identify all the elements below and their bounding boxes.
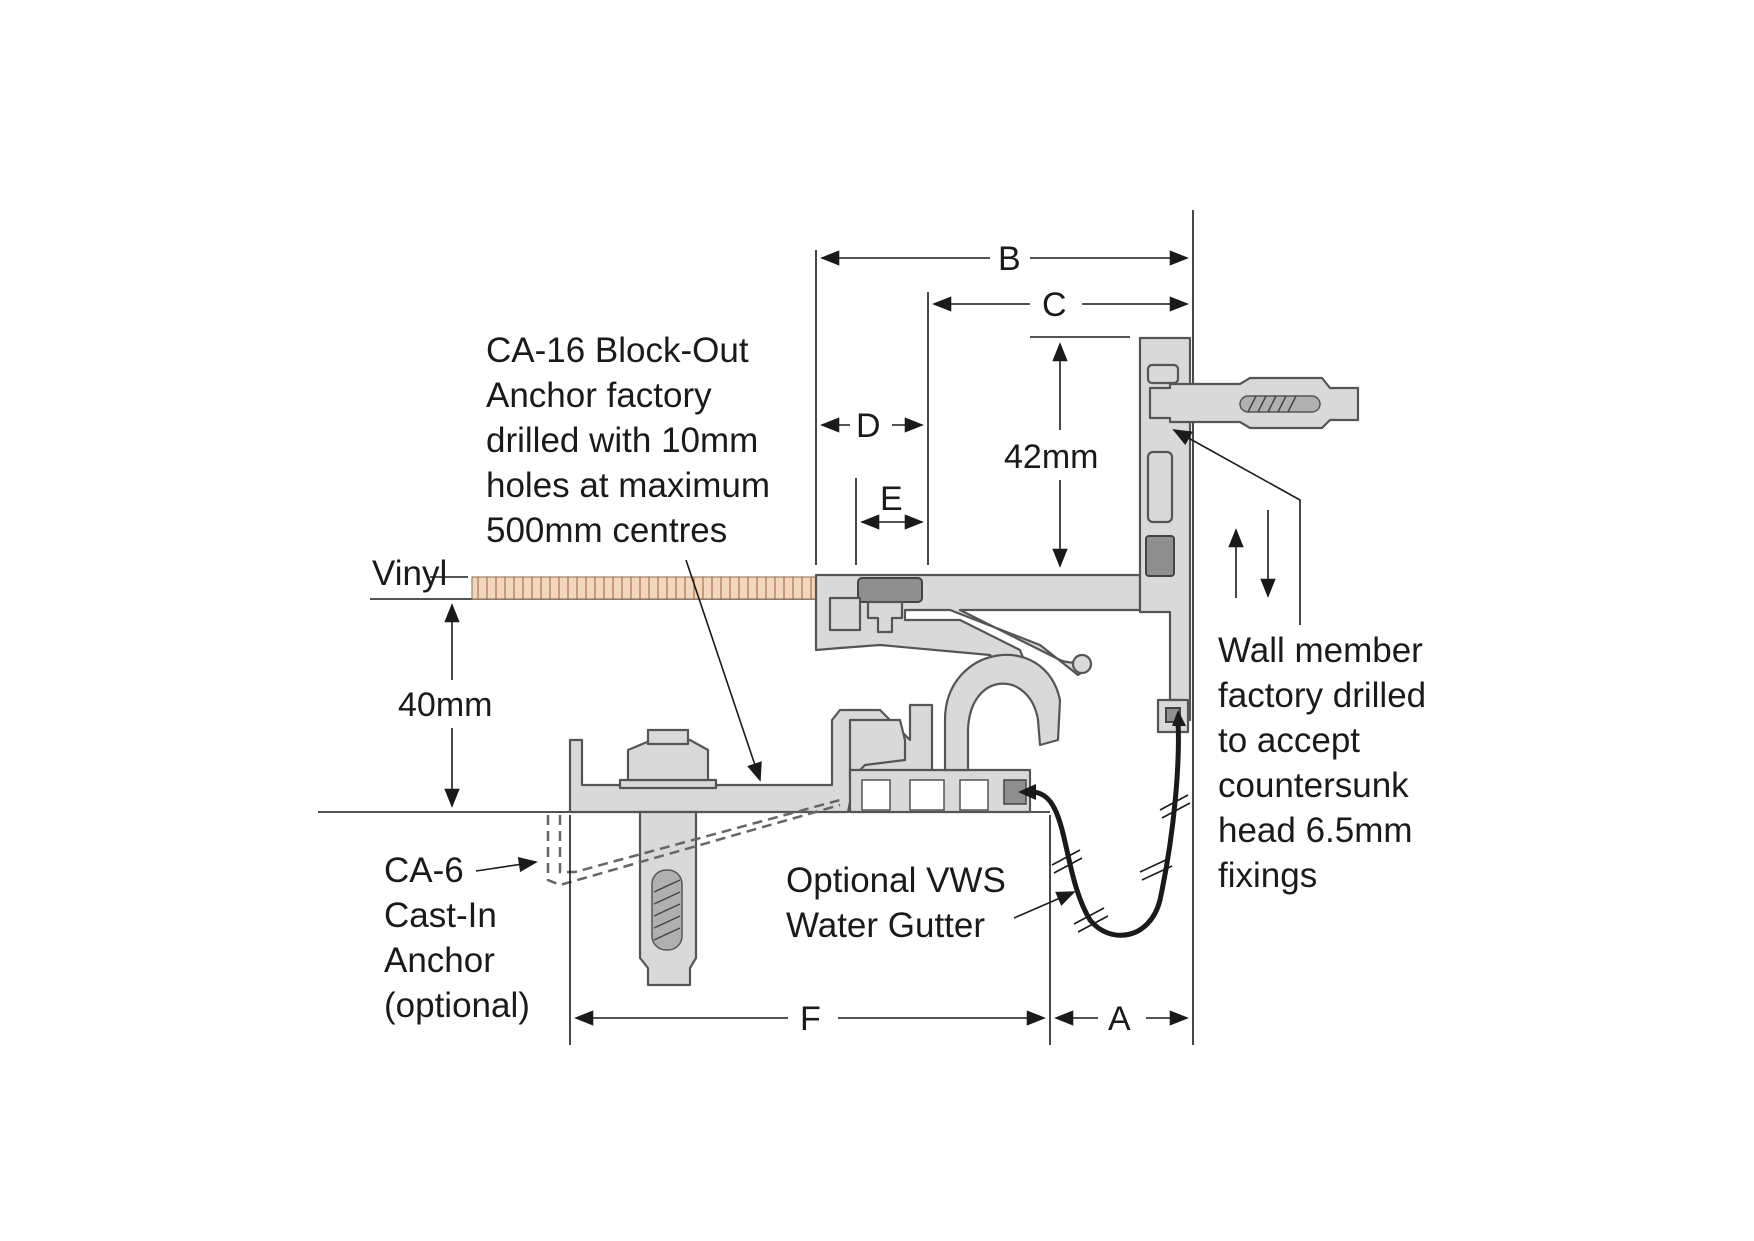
leader-lines: [475, 429, 1301, 919]
movement-arrows-icon: [1228, 510, 1276, 598]
wall-member-profile: [1138, 336, 1192, 734]
dimension-40mm: 40mm: [398, 603, 492, 808]
wall-member-line-2: factory drilled: [1218, 676, 1426, 715]
cast-in-note: CA-6 Cast-In Anchor (optional): [384, 851, 530, 1025]
wall-anchor-bolt: [1148, 376, 1360, 430]
wall-member-line-1: Wall member: [1218, 631, 1423, 670]
dimension-extension-lines: [569, 250, 1130, 1045]
wall-member-line-6: fixings: [1218, 856, 1317, 895]
dimension-C-label: C: [1042, 286, 1067, 324]
wall-member-line-3: to accept: [1218, 721, 1360, 760]
anchor-note-line-5: 500mm centres: [486, 511, 727, 550]
dimension-E: E: [860, 480, 924, 530]
anchor-note-line-4: holes at maximum: [486, 466, 770, 505]
gutter-line-2: Water Gutter: [786, 906, 985, 945]
anchor-note-line-1: CA-16 Block-Out: [486, 331, 749, 370]
wall-member-line-4: countersunk: [1218, 766, 1409, 805]
dimension-A-label: A: [1108, 1000, 1131, 1038]
dimension-B: B: [820, 240, 1189, 278]
cast-in-line-4: (optional): [384, 986, 530, 1025]
wall-member-line-5: head 6.5mm: [1218, 811, 1413, 850]
floor-anchor-bolt: [618, 728, 718, 987]
dimension-42mm: 42mm: [1004, 342, 1098, 568]
cast-in-line-3: Anchor: [384, 941, 495, 980]
dimension-F: F: [574, 1000, 1046, 1038]
anchor-note: CA-16 Block-Out Anchor factory drilled w…: [486, 331, 770, 550]
gutter-line-1: Optional VWS: [786, 861, 1006, 900]
cast-in-line-2: Cast-In: [384, 896, 497, 935]
water-gutter: [1018, 710, 1191, 938]
dimension-D-label: D: [856, 407, 881, 445]
dimension-A: A: [1054, 1000, 1189, 1038]
dimension-C: C: [932, 286, 1189, 324]
dimension-40mm-label: 40mm: [398, 686, 492, 724]
dimension-42mm-label: 42mm: [1004, 438, 1098, 476]
cast-in-line-1: CA-6: [384, 851, 464, 890]
dimension-F-label: F: [800, 1000, 821, 1038]
vinyl-label: Vinyl: [372, 554, 447, 593]
gutter-note: Optional VWS Water Gutter: [786, 861, 1006, 945]
dimension-B-label: B: [998, 240, 1021, 278]
dimension-E-label: E: [880, 480, 903, 518]
dimension-D: D: [820, 407, 924, 445]
wall-member-note: Wall member factory drilled to accept co…: [1218, 631, 1426, 895]
anchor-note-line-2: Anchor factory: [486, 376, 712, 415]
cast-in-anchor-dashed: [546, 798, 841, 887]
vinyl-strip: [430, 576, 821, 600]
anchor-note-line-3: drilled with 10mm: [486, 421, 758, 460]
